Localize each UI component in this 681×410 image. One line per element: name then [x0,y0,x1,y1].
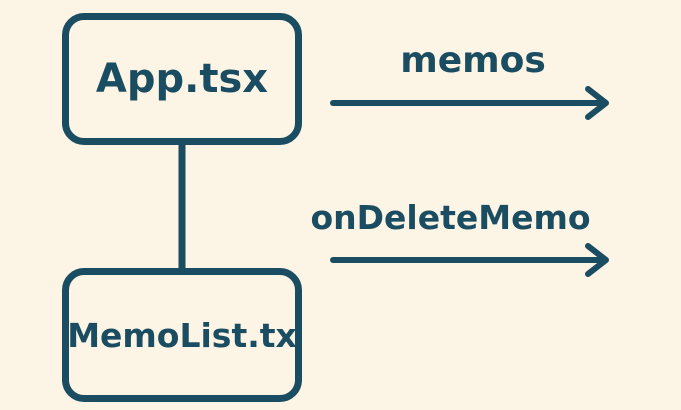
node-app-tsx: App.tsx [62,13,302,145]
arrow-memos [330,86,609,120]
prop-label-ondeletememo: onDeleteMemo [310,198,591,237]
arrow-ondeletememo [330,243,609,277]
node-memolist-tx: MemoList.tx [62,268,302,402]
prop-label-memos: memos [400,40,546,81]
node-memolist-tx-label: MemoList.tx [67,315,297,355]
node-app-tsx-label: App.tsx [95,56,269,102]
